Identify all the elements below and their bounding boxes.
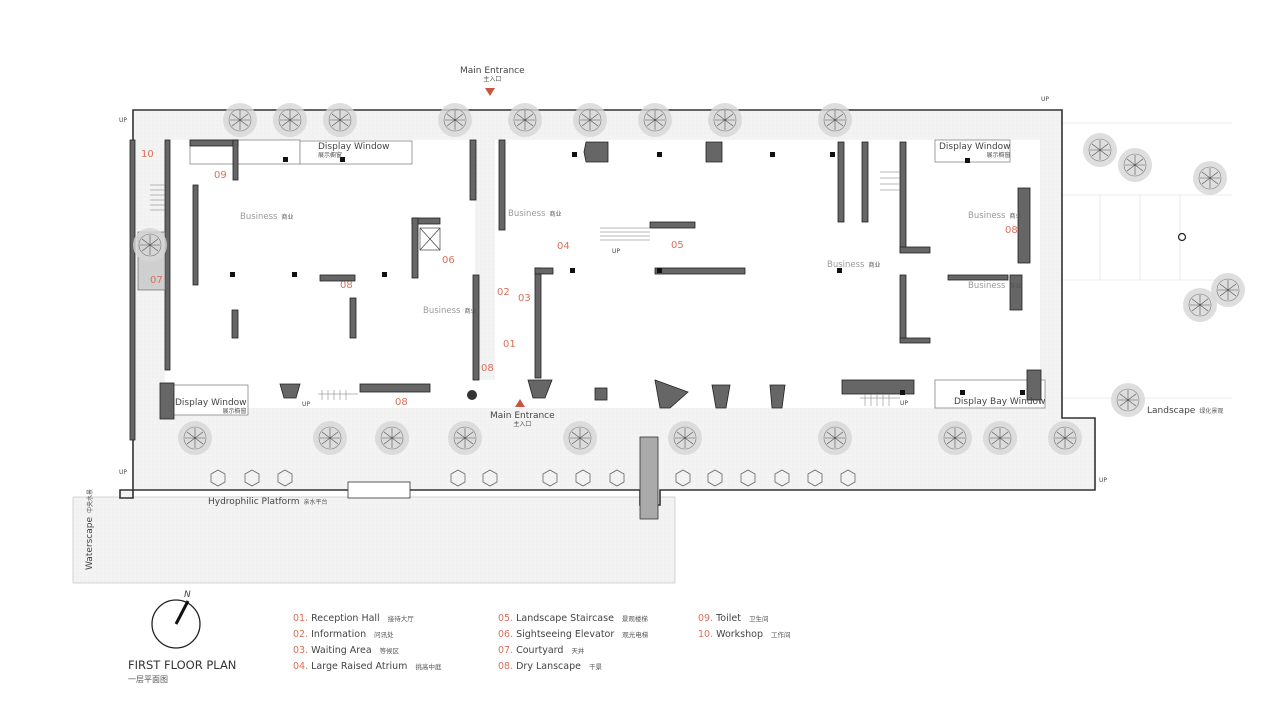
room-number: 01	[503, 339, 516, 350]
display-bay-window-label: Display Bay Window	[954, 397, 1046, 407]
main-entrance-cn: 主入口	[513, 421, 532, 428]
main-entrance-arrow-top	[485, 88, 495, 96]
sightseeing-elevator	[419, 227, 441, 251]
room-number: 06	[442, 255, 455, 266]
room-number: 08	[481, 363, 494, 374]
display-window-text: Display Window	[939, 142, 1011, 152]
up-label: UP	[119, 117, 128, 124]
room-number: 08	[1005, 225, 1018, 236]
plan-title-cn: 一层平面图	[128, 675, 168, 684]
main-entrance-text: Main Entrance	[460, 66, 525, 76]
display-window-cn: 展示橱窗	[318, 152, 343, 159]
main-entrance-text: Main Entrance	[490, 411, 555, 421]
landscape-area	[1062, 122, 1232, 399]
plan-title: FIRST FLOOR PLAN 一层平面图	[128, 658, 236, 685]
building-interior	[165, 140, 1040, 408]
column-round	[467, 390, 477, 400]
up-label: UP	[302, 401, 311, 408]
up-label: UP	[612, 248, 621, 255]
platform-pillar	[639, 436, 659, 520]
columns	[230, 152, 1025, 395]
walls	[129, 139, 1042, 441]
main-entrance-label-bottom: Main Entrance 主入口	[490, 412, 555, 428]
room-number: 10	[141, 149, 154, 160]
room-number: 07	[150, 275, 163, 286]
landscape-marker	[1177, 232, 1187, 242]
waterscape-label: Waterscape中央水景	[85, 488, 96, 571]
up-label: UP	[900, 400, 909, 407]
room-number: 08	[395, 397, 408, 408]
room-number: 08	[340, 280, 353, 291]
up-label: UP	[1041, 96, 1050, 103]
plan-title-text: FIRST FLOOR PLAN	[128, 658, 237, 672]
main-entrance-cn: 主入口	[483, 76, 502, 83]
waterscape-area	[72, 496, 676, 584]
display-window-cn: 展示橱窗	[986, 152, 1011, 159]
main-entrance-arrow-bottom	[515, 399, 525, 407]
room-number: 04	[557, 241, 570, 252]
room-number: 09	[214, 170, 227, 181]
room-number: 02	[497, 287, 510, 298]
display-window-cn: 展示橱窗	[222, 408, 247, 415]
display-window-text: Display Window	[175, 398, 247, 408]
up-label: UP	[119, 469, 128, 476]
room-number: 03	[518, 293, 531, 304]
staircases	[150, 171, 900, 406]
north-compass	[151, 599, 201, 649]
north-label: N	[184, 590, 191, 600]
room-number: 05	[671, 240, 684, 251]
up-label: UP	[1099, 477, 1108, 484]
display-window-text: Display Window	[318, 142, 390, 152]
main-entrance-label-top: Main Entrance 主入口	[460, 67, 525, 83]
